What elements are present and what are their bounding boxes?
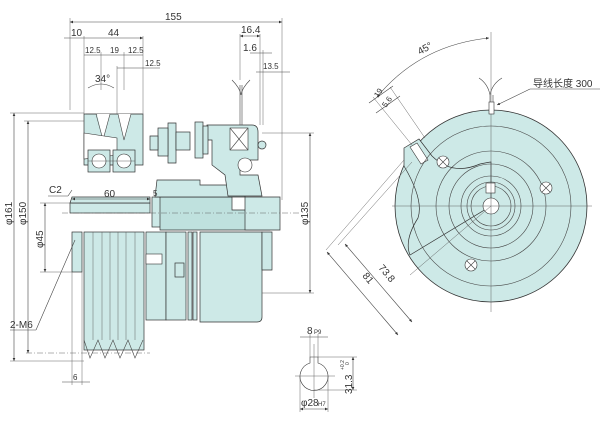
dim-5-6: 5.6 [380, 94, 394, 109]
dim-155: 155 [165, 12, 182, 23]
dim-tap-holes: 2-M6 6 [10, 239, 90, 385]
dim-key-width: 8 [307, 326, 313, 337]
dim-body-dia: φ135 [262, 132, 314, 294]
lead-wire [231, 79, 251, 125]
dim-73-8: 73.8 [376, 263, 397, 285]
dim-key-height-tol-lower: 0 [345, 362, 351, 365]
dim-45-deg: 45° [416, 41, 435, 58]
dim-34-deg: 34° [95, 74, 110, 85]
dim-2-m6: 2-M6 [10, 320, 33, 331]
dim-5: 5 [153, 189, 158, 198]
dim-1-6: 1.6 [243, 43, 257, 54]
dim-phi150: φ150 [18, 201, 29, 225]
dim-60: 60 [104, 189, 116, 200]
dim-slot: 19 5.6 [368, 85, 426, 146]
dim-19: 19 [110, 46, 119, 55]
keyway-detail: 8 P9 31.3 +0.2 0 φ28 H7 [295, 326, 357, 412]
mounting-screw [539, 181, 553, 195]
dim-13-5: 13.5 [263, 62, 279, 71]
dim-groove-pitch: 12.5 19 12.5 [84, 46, 144, 90]
dim-bore-length: 60 5 [72, 189, 158, 201]
dim-groove-angle: 34° [87, 74, 115, 89]
dim-bore-dia-tol: H7 [318, 402, 326, 408]
dim-hub-dia: φ45 [35, 202, 72, 273]
dim-chamfer: C2 [48, 185, 73, 197]
dim-phi135: φ135 [300, 201, 311, 225]
lead-wire-length-label: 导线长度 300 [533, 77, 593, 90]
dim-diameters-left: φ161 φ150 [4, 112, 84, 362]
nut-assembly [149, 122, 191, 164]
dim-c2: C2 [49, 185, 62, 196]
armature [145, 231, 198, 321]
dim-19-slot: 19 [372, 86, 385, 99]
dim-16-4: 16.4 [241, 25, 261, 36]
dim-12-5-right: 12.5 [128, 46, 144, 55]
field-housing [199, 231, 273, 323]
dim-bore-dia: φ28 [301, 398, 319, 409]
dim-arm-angle: 45° [376, 36, 490, 98]
dim-overall-length: 155 [69, 12, 283, 200]
dim-81: 81 [360, 271, 376, 287]
dim-key-height: 31.3 [344, 374, 355, 394]
dim-key-width-tol: P9 [314, 330, 322, 336]
dim-right-top: 16.4 1.6 13.5 [239, 25, 290, 125]
side-view: 155 10 44 12.5 19 12.5 12.5 34° [4, 12, 314, 385]
dim-pulley-width: 10 44 [64, 28, 144, 114]
dim-44: 44 [108, 28, 120, 39]
shaft-flange [69, 179, 281, 231]
dim-groove-offset: 12.5 [116, 59, 161, 114]
lead-wire-callout: 导线长度 300 [496, 77, 600, 106]
mounting-screw [436, 155, 450, 169]
dim-key-height-tol-upper: +0.2 [340, 360, 346, 370]
dim-phi161: φ161 [4, 201, 15, 225]
bracket [194, 121, 267, 197]
dim-6: 6 [73, 373, 78, 382]
dim-12-5-left: 12.5 [85, 46, 101, 55]
pulley [83, 113, 144, 173]
mounting-screw [464, 258, 478, 272]
dim-phi45: φ45 [35, 230, 46, 248]
front-view: 导线长度 300 45° 19 5.6 73.8 81 [325, 32, 600, 336]
lower-pulley [71, 231, 145, 359]
dim-10: 10 [71, 28, 83, 39]
dim-12-5-offset: 12.5 [145, 59, 161, 68]
